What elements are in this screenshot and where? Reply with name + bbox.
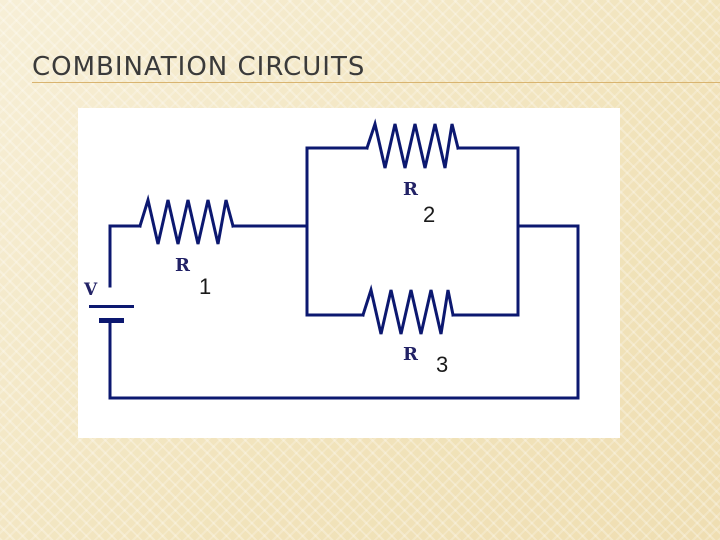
resistor-r2	[365, 118, 460, 169]
label-r3-index: 3	[436, 352, 448, 377]
label-r1-index: 1	[199, 274, 211, 299]
label-r1-letter: R	[175, 255, 191, 276]
slide-title: COMBINATION CIRCUITS	[32, 52, 366, 82]
title-underline	[32, 82, 720, 83]
circuit-svg: V R 1 R 2 R 3	[83, 118, 580, 400]
resistor-r3	[361, 284, 455, 335]
label-r2-index: 2	[423, 202, 435, 227]
battery-plate-long	[89, 305, 134, 308]
wire-outer-loop	[108, 224, 580, 400]
label-r3-letter: R	[403, 344, 419, 365]
label-r2-letter: R	[403, 179, 419, 200]
wire-left-upper	[108, 224, 142, 288]
circuit-diagram: V R 1 R 2 R 3	[78, 108, 620, 438]
resistor-r1	[138, 194, 235, 245]
battery-plate-short	[99, 318, 124, 323]
label-voltage: V	[83, 280, 98, 300]
